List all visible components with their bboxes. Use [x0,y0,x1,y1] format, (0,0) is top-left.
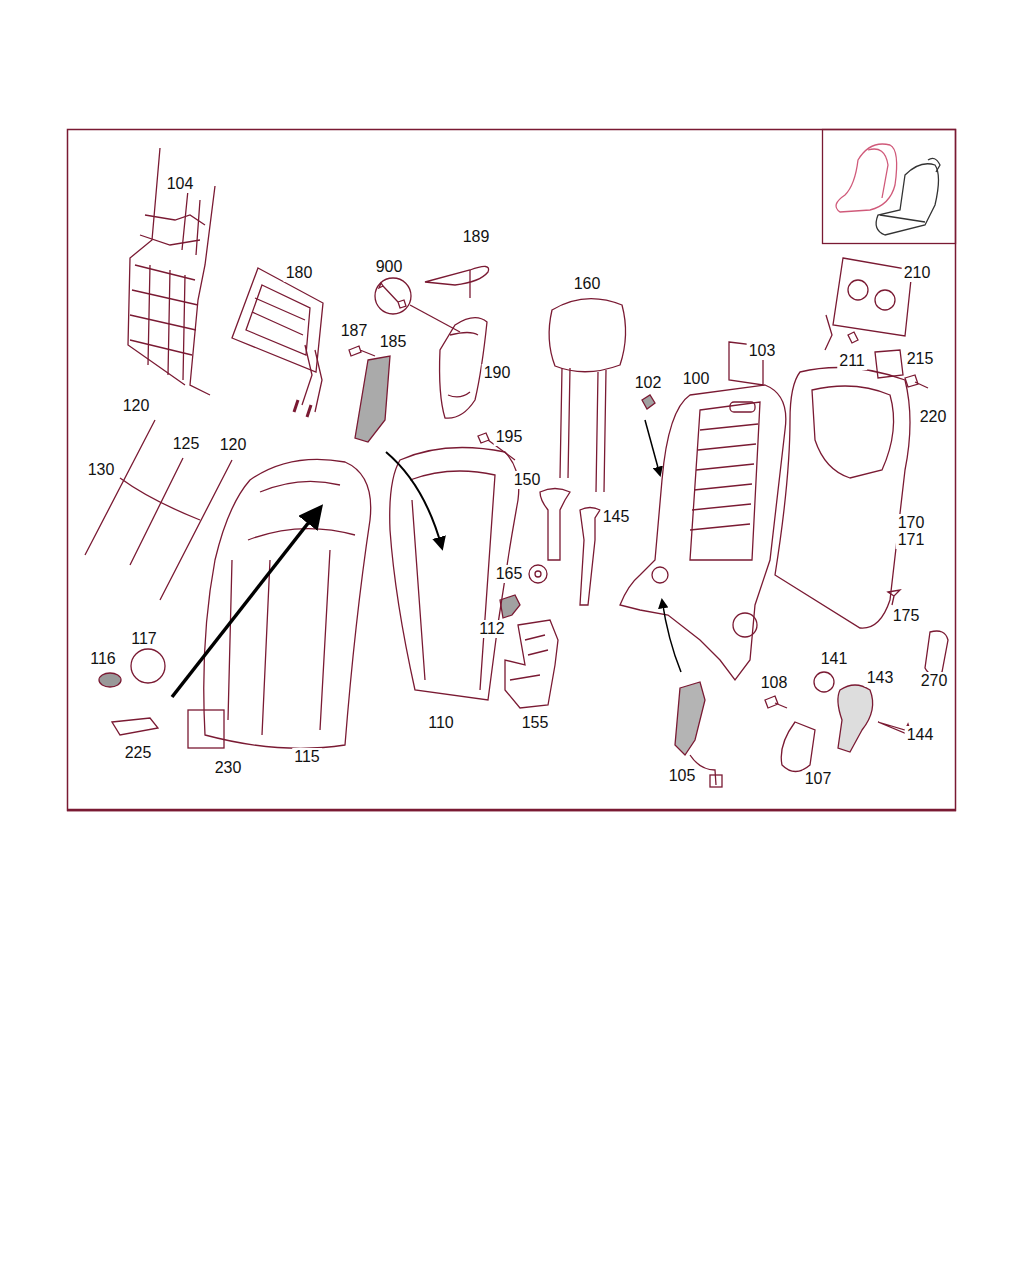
assembly-arrow [645,420,660,475]
rod [85,420,232,600]
callout-number: 130 [86,461,117,479]
callout-number: 125 [171,435,202,453]
callout-number: 180 [284,264,315,282]
cap [99,673,121,687]
callout-number: 112 [477,620,507,638]
clip [848,332,858,343]
callout-number: 220 [918,408,949,426]
callout-number: 103 [747,342,778,360]
screw [349,346,375,356]
assembly-arrow [386,452,442,548]
heater-mat [232,268,323,417]
cable-tie-stem [469,270,470,298]
callout-number: 210 [902,264,933,282]
inset-box [823,130,956,244]
wrench-glyph [379,283,406,308]
wrench-symbol [375,278,411,314]
callout-number: 105 [667,767,698,785]
callout-number: 170 [896,514,927,532]
switch [875,350,903,378]
callout-number: 108 [759,674,790,692]
callout-number: 190 [482,364,513,382]
label-sheet [188,710,224,748]
screw [765,696,787,708]
inset-seats [836,144,940,235]
bracket [112,718,158,735]
cable-tie [425,266,489,285]
callout-number: 185 [378,333,409,351]
callout-number: 160 [572,275,603,293]
clip [642,395,655,409]
callout-number: 143 [865,669,896,687]
disc [131,649,165,683]
callout-number: 104 [165,175,196,193]
callout-number: 116 [88,650,118,668]
backrest-frame [620,385,786,680]
motor [781,722,815,772]
trim-ring [925,631,948,674]
callout-number: 171 [896,531,927,549]
callout-number: 117 [129,630,159,648]
wire-mat [128,148,215,395]
back-panel [775,368,910,629]
callout-number: 270 [919,672,950,690]
callout-number: 225 [123,744,154,762]
trim-strip [355,356,390,442]
callout-number: 100 [681,370,712,388]
callout-number: 107 [803,770,834,788]
assembly-arrow [662,600,681,672]
clip [500,595,520,618]
callout-number: 175 [891,607,922,625]
callout-number: 211 [837,352,867,370]
callout-number: 102 [633,374,664,392]
motor [675,682,705,755]
callout-number: 150 [512,471,543,489]
callout-number: 115 [292,748,322,766]
switch-panel [833,258,912,336]
airbag [440,318,487,419]
callout-number: 145 [601,508,632,526]
guide-sleeve [540,489,570,561]
callout-number: 230 [213,759,244,777]
callout-number: 195 [494,428,525,446]
callout-number: 110 [426,714,456,732]
guide-sleeve [580,508,600,606]
callout-number: 144 [905,726,936,744]
callout-number: 141 [819,650,850,668]
callout-number: 187 [339,322,370,340]
rod [120,478,200,520]
lever [838,685,873,752]
headrest [549,299,625,492]
backrest-cover [204,459,371,748]
cable [825,315,832,350]
washer [529,565,547,583]
assembly-arrow [172,508,320,697]
adjuster [505,620,558,708]
callout-number: 155 [520,714,551,732]
screw [905,375,928,388]
frame [68,130,956,811]
callout-number: 120 [121,397,152,415]
callout-number: 189 [461,228,492,246]
cap [814,672,834,692]
callout-number: 120 [218,436,249,454]
callout-number: 165 [494,565,525,583]
clip [888,590,900,605]
callout-number: 900 [374,258,405,276]
callout-number: 215 [905,350,936,368]
